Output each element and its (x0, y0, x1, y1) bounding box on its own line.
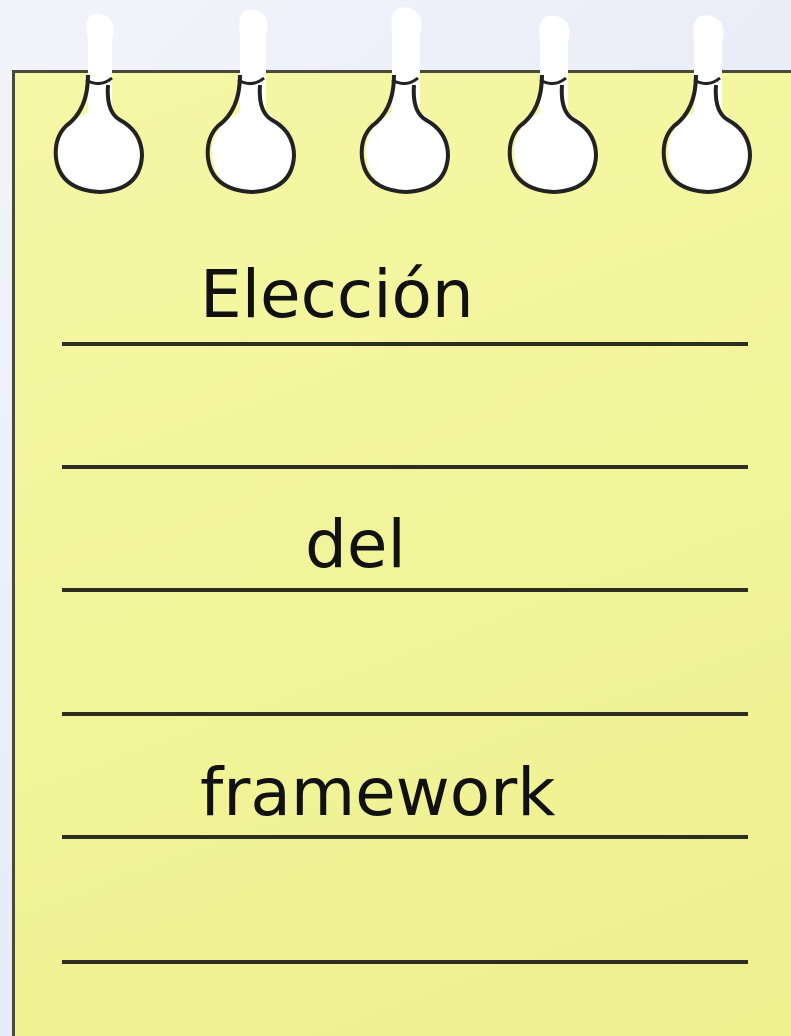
rule-line (62, 960, 748, 964)
note-line-3: framework (200, 754, 556, 831)
rule-line (62, 835, 748, 839)
note-line-1: Elección (200, 256, 474, 333)
notepad-page (12, 70, 791, 1036)
rule-line (62, 342, 748, 346)
rule-line (62, 588, 748, 592)
rule-line (62, 465, 748, 469)
rule-line (62, 712, 748, 716)
note-line-2: del (305, 506, 406, 583)
